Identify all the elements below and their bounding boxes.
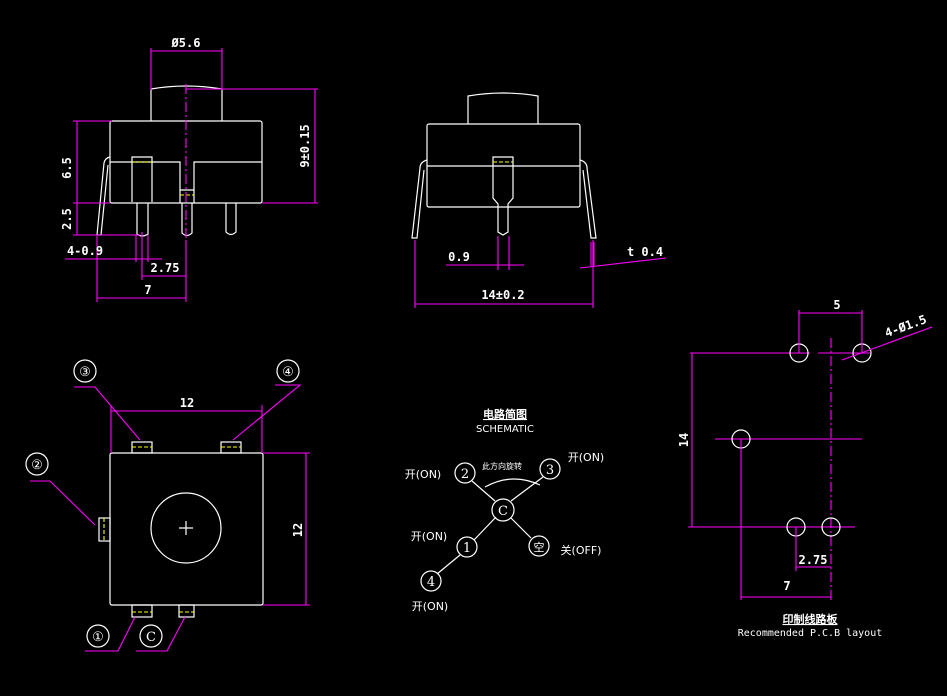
dim-height-label: 9±0.15 xyxy=(298,124,312,167)
pcb-center-lines-h xyxy=(688,352,870,528)
dim-height-line xyxy=(263,452,310,606)
dim-hole-label: 4-Ø1.5 xyxy=(883,312,929,340)
pcb-title-en: Recommended P.C.B layout xyxy=(738,628,883,639)
schematic: 电路简图 SCHEMATIC 2 3 C 1 空 4 此方向旋转 开(ON) 开… xyxy=(405,407,604,613)
label-empty-off: 关(OFF) xyxy=(561,543,602,557)
schematic-connections xyxy=(436,476,544,575)
svg-text:4: 4 xyxy=(427,575,435,590)
hidden-lines xyxy=(132,446,241,613)
dim-pin-label: 2.5 xyxy=(60,208,74,230)
pin-label-c: C xyxy=(139,624,163,648)
svg-text:②: ② xyxy=(31,458,43,473)
pin-label-2: ② xyxy=(25,452,49,476)
dim-spacing-top-label: 5 xyxy=(833,298,840,312)
node-c: C xyxy=(491,498,515,522)
dim-diameter-label: Ø5.6 xyxy=(171,36,201,50)
knob-outline xyxy=(467,92,539,124)
svg-text:C: C xyxy=(498,504,508,519)
side-view: Ø5.6 9±0.15 6.5 2.5 4-0.9 2.75 7 xyxy=(60,36,318,302)
svg-text:空: 空 xyxy=(534,540,545,554)
node-4: 4 xyxy=(420,570,442,592)
pin-c-tab xyxy=(178,604,195,618)
dim-thickness-label: t 0.4 xyxy=(627,245,663,259)
leader-lines xyxy=(30,384,302,652)
rotation-arc xyxy=(484,478,541,488)
svg-text:2: 2 xyxy=(461,467,469,482)
dim-pin-spacing-label: 2.75 xyxy=(151,261,180,275)
svg-text:C: C xyxy=(146,630,156,645)
dim-thickness-line xyxy=(579,242,667,269)
pin-label-1: ① xyxy=(86,624,110,648)
rotation-note: 此方向旋转 xyxy=(482,461,522,471)
label-2-on: 开(ON) xyxy=(405,468,441,481)
svg-text:3: 3 xyxy=(546,463,554,478)
pin-1 xyxy=(131,156,153,237)
dim-width-line xyxy=(414,240,594,308)
dim-body-line xyxy=(73,120,140,236)
pin-1-tab xyxy=(131,604,153,618)
dim-pin-width-label: 0.9 xyxy=(448,250,470,264)
pcb-title-cn: 印制线路板 xyxy=(783,612,839,626)
dim-offset-label: 7 xyxy=(783,579,790,593)
pcb-hole xyxy=(821,517,841,537)
svg-text:1: 1 xyxy=(463,541,471,556)
svg-text:①: ① xyxy=(92,630,104,645)
front-view: 0.9 t 0.4 14±0.2 xyxy=(411,92,667,308)
pcb-layout: 5 4-Ø1.5 14 2.75 7 印制线路板 Recommended P.C… xyxy=(677,298,933,639)
dim-pin-width-line xyxy=(446,236,524,270)
node-2: 2 xyxy=(454,462,476,484)
dim-height-label: 14 xyxy=(677,433,691,447)
lead-bent xyxy=(96,156,111,236)
dim-pin-width-label: 4-0.9 xyxy=(67,244,103,258)
pin-label-4: ④ xyxy=(276,359,300,383)
actuator-circle xyxy=(150,492,222,564)
label-3-on: 开(ON) xyxy=(568,451,604,464)
lead-left xyxy=(411,159,428,239)
pin-rear xyxy=(225,203,237,236)
node-1: 1 xyxy=(456,536,478,558)
label-4-on: 开(ON) xyxy=(412,600,448,613)
pin-c xyxy=(180,189,194,237)
dim-spacing-bottom-label: 2.75 xyxy=(799,553,828,567)
dim-hole-leader xyxy=(841,326,933,361)
label-1-on: 开(ON) xyxy=(411,530,447,543)
dim-width-label: 12 xyxy=(180,396,194,410)
node-3: 3 xyxy=(539,458,561,480)
dim-spacing-top-line xyxy=(798,310,863,353)
dim-diameter-line xyxy=(150,48,223,90)
pin-label-3: ③ xyxy=(73,359,97,383)
dim-width-line xyxy=(110,405,263,453)
node-empty: 空 xyxy=(528,535,550,557)
dim-height-label: 12 xyxy=(291,523,305,537)
pin-c xyxy=(492,156,514,236)
dim-offset-label: 7 xyxy=(144,283,151,297)
dim-height-line xyxy=(186,88,318,204)
schematic-title-en: SCHEMATIC xyxy=(476,424,534,435)
dim-width-label: 14±0.2 xyxy=(481,288,524,302)
top-view: ③ ④ ② ① C 12 12 xyxy=(25,359,310,652)
center-cross xyxy=(179,521,193,535)
dim-bottom-lines xyxy=(740,439,831,600)
svg-text:④: ④ xyxy=(282,365,294,380)
svg-text:③: ③ xyxy=(79,365,91,380)
lead-right xyxy=(579,159,597,239)
dim-pin-lines xyxy=(65,232,187,302)
schematic-title-cn: 电路简图 xyxy=(483,407,527,421)
dim-body-label: 6.5 xyxy=(60,157,74,179)
